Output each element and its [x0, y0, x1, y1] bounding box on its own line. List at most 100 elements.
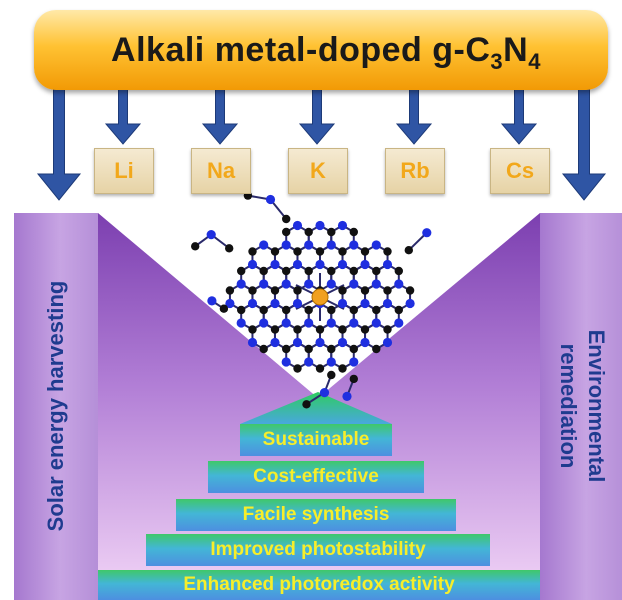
g-c3n4-molecule-icon — [191, 191, 432, 409]
carbon-atom — [349, 305, 358, 315]
carbon-atom — [225, 244, 234, 253]
carbon-atom — [282, 305, 291, 315]
banner-sub-4: 4 — [528, 48, 541, 74]
carbon-atom — [270, 286, 280, 295]
nitrogen-atom — [304, 357, 314, 367]
carbon-atom — [237, 266, 246, 276]
nitrogen-atom — [206, 230, 216, 240]
nitrogen-atom — [326, 357, 336, 367]
nitrogen-atom — [304, 279, 314, 289]
nitrogen-atom — [326, 279, 336, 289]
nitrogen-atom — [292, 220, 303, 231]
carbon-atom — [304, 305, 313, 315]
nitrogen-atom — [360, 298, 370, 309]
nitrogen-atom — [236, 279, 246, 289]
carbon-atom — [327, 305, 336, 315]
nitrogen-atom — [337, 337, 348, 348]
element-li: Li — [94, 148, 154, 194]
nitrogen-atom — [259, 240, 269, 250]
down-arrow-icon — [298, 87, 336, 145]
nitrogen-atom — [304, 318, 314, 328]
carbon-atom — [248, 325, 257, 334]
nitrogen-atom — [394, 318, 404, 328]
pyramid-step-facile-synthesis: Facile synthesis — [176, 499, 456, 531]
nitrogen-atom — [422, 228, 432, 238]
nitrogen-atom — [337, 220, 348, 231]
nitrogen-atom — [342, 391, 352, 401]
down-arrow-icon — [395, 87, 433, 145]
element-cs: Cs — [490, 148, 550, 194]
nitrogen-atom — [236, 318, 246, 328]
carbon-atom — [259, 305, 268, 315]
carbon-atom — [372, 305, 381, 315]
nitrogen-atom — [405, 298, 415, 309]
alkali-metal-atom-icon — [311, 288, 329, 306]
carbon-atom — [219, 304, 229, 313]
carbon-atom — [259, 344, 268, 354]
pyramid-step-photostability: Improved photostability — [146, 534, 490, 566]
pyramid-step-sustainable: Sustainable — [240, 424, 392, 456]
carbon-atom — [360, 247, 370, 256]
carbon-atom — [293, 286, 302, 295]
carbon-atom — [338, 247, 347, 256]
nitrogen-atom — [292, 337, 303, 348]
carbon-atom — [338, 286, 347, 295]
nitrogen-atom — [225, 298, 235, 309]
nitrogen-atom — [371, 240, 381, 250]
carbon-atom — [315, 247, 325, 256]
nitrogen-atom — [281, 279, 291, 289]
nitrogen-atom — [382, 259, 393, 270]
nitrogen-atom — [394, 279, 404, 289]
element-rb: Rb — [385, 148, 445, 194]
nitrogen-atom — [315, 337, 325, 348]
carbon-atom — [394, 266, 403, 276]
down-arrow-icon — [500, 87, 538, 145]
carbon-atom — [282, 344, 291, 354]
down-arrow-icon — [104, 87, 142, 145]
nitrogen-atom — [349, 240, 359, 250]
down-arrow-icon — [36, 87, 82, 201]
nitrogen-atom — [259, 279, 269, 289]
nitrogen-atom — [207, 296, 217, 306]
carbon-atom — [394, 305, 403, 315]
carbon-atom — [315, 364, 325, 373]
nitrogen-atom — [315, 259, 325, 270]
carbon-atom — [293, 247, 302, 256]
nitrogen-atom — [259, 318, 269, 328]
nitrogen-atom — [349, 279, 359, 289]
carbon-atom — [293, 325, 302, 334]
nitrogen-atom — [247, 259, 258, 270]
carbon-atom — [349, 374, 358, 384]
nitrogen-atom — [265, 194, 276, 205]
carbon-atom — [360, 286, 370, 295]
down-arrow-icon — [201, 87, 239, 145]
carbon-atom — [383, 286, 392, 295]
arrows-group — [36, 87, 607, 201]
carbon-atom — [302, 400, 311, 409]
nitrogen-atom — [371, 318, 381, 328]
nitrogen-atom — [270, 259, 280, 270]
carbon-atom — [191, 242, 200, 251]
element-k: K — [288, 148, 348, 194]
nitrogen-atom — [371, 279, 381, 289]
nitrogen-atom — [360, 259, 370, 270]
carbon-atom — [338, 364, 347, 373]
nitrogen-atom — [292, 259, 303, 270]
banner-title-n: N — [503, 30, 529, 69]
banner-title: Alkali metal-doped g-C3N4 — [111, 30, 541, 73]
nitrogen-atom — [281, 318, 291, 328]
carbon-atom — [360, 325, 370, 334]
carbon-atom — [349, 266, 358, 276]
nitrogen-atom — [281, 357, 291, 367]
nitrogen-atom — [319, 388, 330, 398]
banner-sub-3: 3 — [490, 48, 504, 74]
carbon-atom — [248, 286, 257, 295]
nitrogen-atom — [270, 298, 280, 309]
nitrogen-atom — [349, 318, 359, 328]
carbon-atom — [383, 325, 392, 334]
carbon-atom — [383, 247, 392, 256]
carbon-atom — [304, 227, 313, 237]
carbon-atom — [405, 286, 415, 295]
